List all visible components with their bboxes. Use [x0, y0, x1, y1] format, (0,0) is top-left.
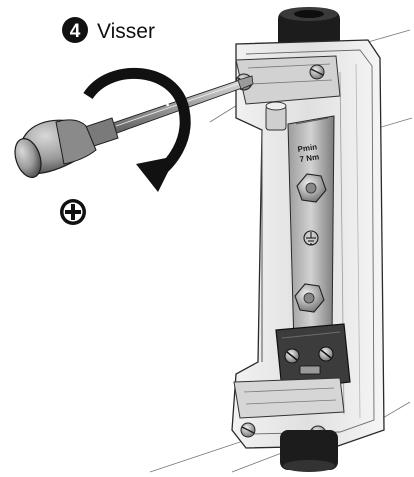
upper-hex-nut [296, 173, 327, 203]
bottom-terminal-cap [280, 430, 338, 472]
step-title: Visser [97, 20, 155, 43]
bottom-clamp-screw-left [240, 422, 256, 438]
torque-line-1: Pmin [297, 142, 318, 154]
clockwise-arrow-icon [83, 67, 191, 192]
screwdriver-handle [14, 119, 97, 178]
screwdriver [14, 75, 254, 178]
step-number: 4 [70, 21, 81, 42]
terminal-block [275, 323, 351, 391]
fuse-holder: Pmin 7 Nm [231, 7, 385, 472]
busbar-contact: Pmin 7 Nm [287, 115, 335, 347]
lower-hex-nut [294, 283, 325, 313]
torque-line-2: 7 Nm [299, 152, 320, 164]
step-heading: 4 Visser [62, 17, 155, 43]
top-clamp-screw-right [309, 64, 325, 80]
torque-marking: Pmin 7 Nm [297, 142, 320, 164]
step-number-badge [62, 17, 88, 43]
mounting-stud [265, 101, 287, 131]
plus-circle-icon [60, 199, 86, 225]
ground-symbol-icon [303, 230, 319, 246]
